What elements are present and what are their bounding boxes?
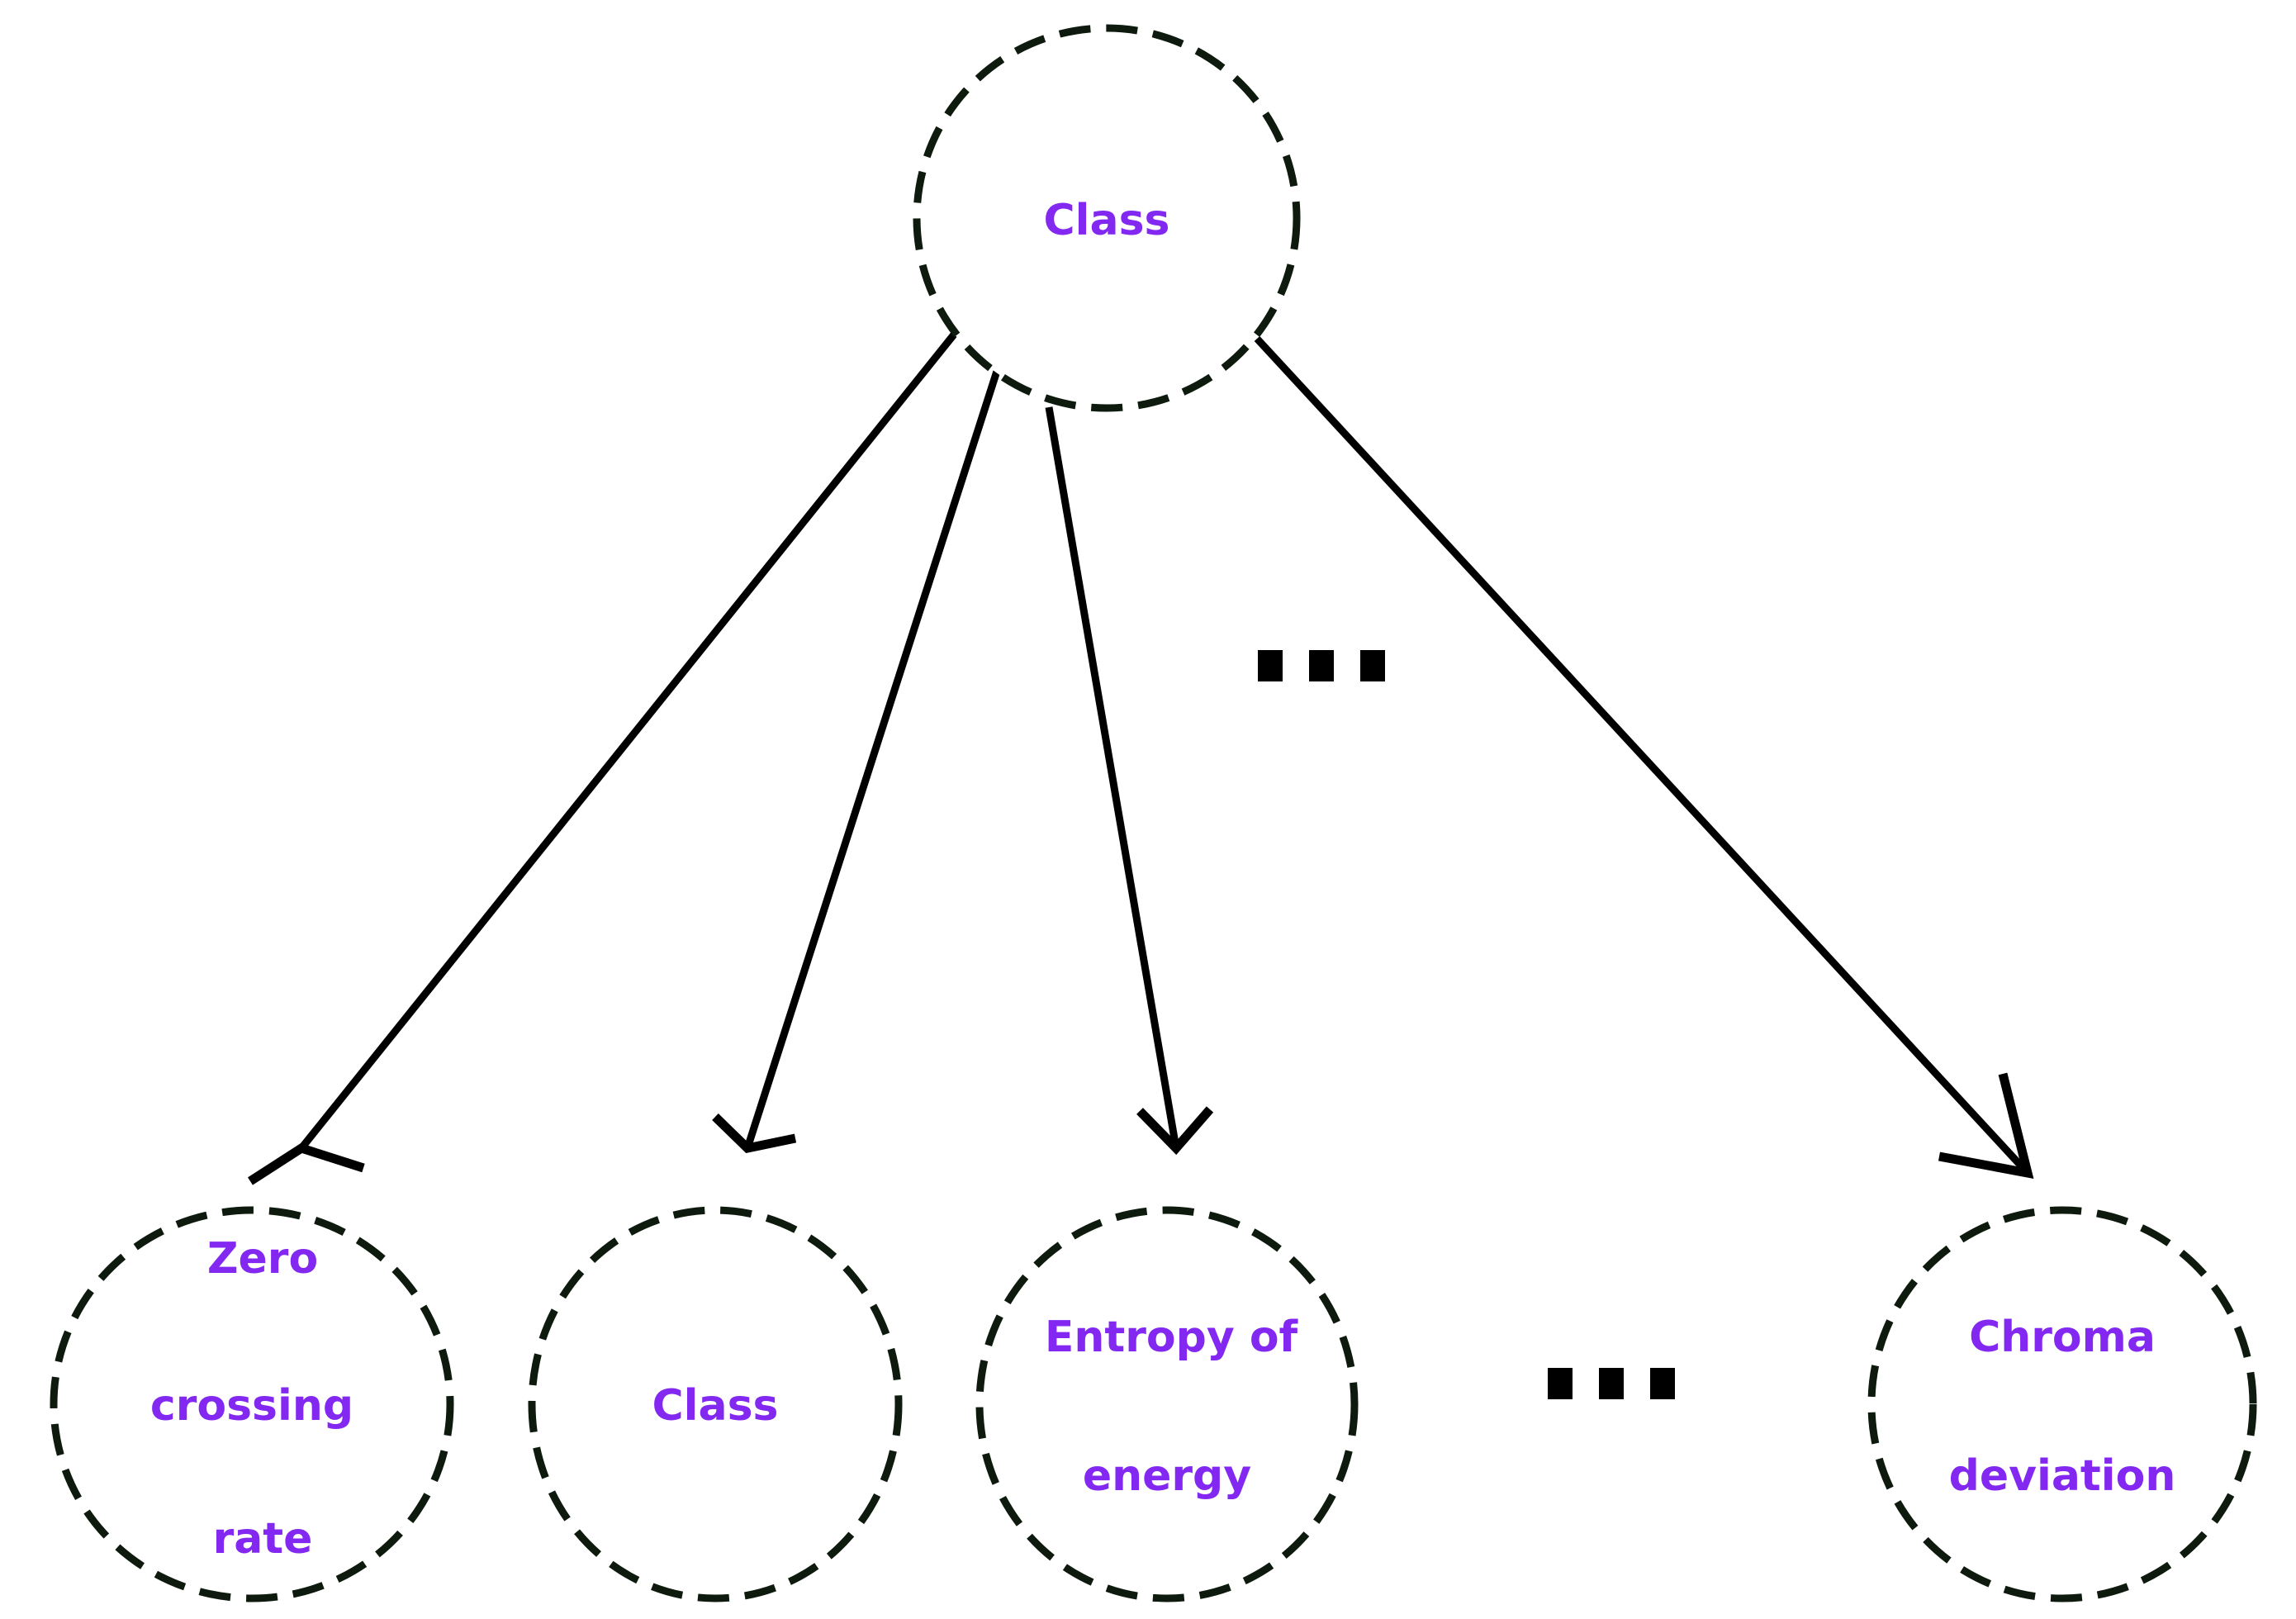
node-label: Class [1044, 196, 1170, 245]
ellipsis-dot [1360, 650, 1385, 681]
node-label-line-3: rate [213, 1514, 313, 1564]
node-label-line-2: deviation [1949, 1451, 2176, 1501]
ellipsis-dot [1599, 1368, 1624, 1399]
ellipsis-dot [1650, 1368, 1675, 1399]
node-outline [975, 1206, 1359, 1602]
edge-line [1254, 335, 2031, 1176]
ellipsis-lower-nodes [1548, 1368, 1675, 1399]
node-leaf-chroma-deviation[interactable]: Chroma deviation [1867, 1206, 2257, 1602]
node-label-line-2: energy [1083, 1451, 1251, 1501]
node-outline [1867, 1206, 2257, 1602]
node-leaf-class[interactable]: Class [528, 1206, 903, 1602]
node-label-line-1: Chroma [1969, 1313, 2156, 1362]
edge-root-to-zero-crossing-rate[interactable] [248, 332, 957, 1185]
node-leaf-entropy-of-energy[interactable]: Entropy of energy [975, 1206, 1359, 1602]
ellipsis-dot [1258, 650, 1283, 681]
ellipsis-dot [1548, 1368, 1573, 1399]
node-label-line-1: Entropy of [1045, 1313, 1299, 1362]
node-outline [528, 1206, 903, 1602]
edge-root-to-entropy-of-energy[interactable] [1045, 406, 1214, 1156]
edge-root-to-chroma-deviation[interactable] [1254, 335, 2034, 1179]
edge-root-to-class[interactable] [712, 362, 1003, 1153]
arrowhead-icon [712, 1113, 797, 1153]
arrowhead-icon [248, 1142, 365, 1185]
ellipsis-dot [1309, 650, 1334, 681]
node-label: Class [652, 1381, 779, 1431]
node-outline [913, 24, 1301, 412]
node-root-class[interactable]: Class [913, 24, 1301, 412]
arrowhead-icon [1938, 1072, 2034, 1179]
edge-line [743, 362, 1003, 1150]
arrowhead-icon [1136, 1106, 1214, 1156]
node-label-line-1: Zero [207, 1234, 318, 1284]
edge-line [298, 332, 957, 1151]
node-outline [50, 1206, 454, 1602]
ellipsis-upper-edges [1258, 650, 1385, 681]
node-leaf-zero-crossing-rate[interactable]: Zero crossing rate [50, 1206, 454, 1602]
edge-line [1045, 406, 1180, 1149]
edge-group [248, 332, 2034, 1185]
node-label-line-2: crossing [150, 1381, 353, 1431]
